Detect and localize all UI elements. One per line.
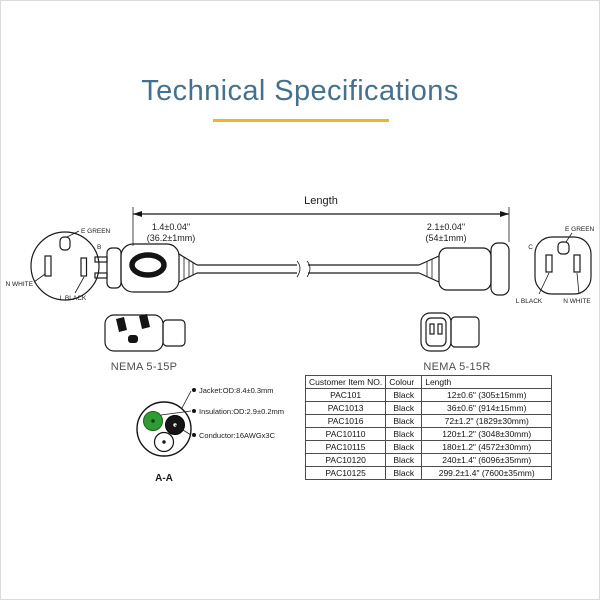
plug-face-view: E GREEN B N WHITE L BLACK	[6, 228, 111, 302]
neutral-blade	[44, 255, 52, 277]
table-row: PAC1013 Black 36±0.6" (914±15mm)	[304, 401, 553, 415]
table-row: PAC10120 Black 240±1.4" (6096±35mm)	[304, 453, 553, 467]
plug-view-label: B	[97, 244, 101, 251]
plug-3d-view	[104, 314, 186, 352]
receptacle-dim-mm: (54±1mm)	[426, 233, 467, 243]
cell-item: PAC101	[304, 388, 387, 402]
nema-515p-label: NEMA 5-15P	[111, 361, 178, 373]
receptacle-dimension: 2.1±0.04" (54±1mm)	[426, 222, 467, 243]
plug-dim-in: 1.4±0.04"	[152, 222, 190, 232]
cell-length: 72±1.2" (1829±30mm)	[421, 414, 553, 428]
plug-side-view	[94, 243, 198, 293]
cell-item: PAC1013	[304, 401, 387, 415]
receptacle-live-label: L BLACK	[516, 298, 543, 305]
nema-515r-label: NEMA 5-15R	[423, 361, 490, 373]
plug-ground-label: E GREEN	[81, 228, 111, 235]
cell-colour: Black	[385, 453, 423, 467]
cable	[197, 260, 419, 278]
ground-pin	[59, 236, 71, 251]
page-title: Technical Specifications	[141, 75, 459, 107]
cell-length: 240±1.4" (6096±35mm)	[421, 453, 553, 467]
table-row: PAC101 Black 12±0.6" (305±15mm)	[304, 388, 553, 402]
cable-break	[297, 262, 308, 276]
table-row: PAC10110 Black 120±1.2" (3048±30mm)	[304, 427, 553, 441]
receptacle-3d-view	[420, 312, 480, 352]
ground-slot	[557, 241, 570, 255]
cell-length: 120±1.2" (3048±30mm)	[421, 427, 553, 441]
cell-item: PAC10125	[304, 466, 387, 480]
cell-colour: Black	[385, 427, 423, 441]
cell-colour: Black	[385, 388, 423, 402]
section-label: A-A	[155, 473, 173, 484]
cell-item: PAC10110	[304, 427, 387, 441]
length-label: Length	[304, 195, 338, 207]
plug-blade-2	[139, 314, 150, 329]
neutral-slot	[573, 254, 581, 273]
table-row: PAC10125 Black 299.2±1.4" (7600±35mm)	[304, 466, 553, 480]
plug-ground-pin-3d	[128, 335, 138, 343]
cell-item: PAC1016	[304, 414, 387, 428]
jacket-outline	[136, 401, 192, 457]
cable-diagram: Length 1.4±0.04" (36.2±1mm) 2.1±0.04" (5…	[6, 195, 595, 373]
cell-colour: Black	[385, 440, 423, 454]
cross-section-diagram: Jacket:OD:8.4±0.3mm Insulation:OD:2.9±0.…	[136, 386, 284, 484]
insulation-label: Insulation:OD:2.9±0.2mm	[199, 407, 284, 416]
cell-item: PAC10115	[304, 440, 387, 454]
cell-length: 36±0.6" (914±15mm)	[421, 401, 553, 415]
conductor-label: Conductor:16AWGx3C	[199, 431, 276, 440]
receptacle-ground-label: E GREEN	[565, 226, 595, 233]
cell-length: 180±1.2" (4572±30mm)	[421, 440, 553, 454]
cell-length: 12±0.6" (305±15mm)	[421, 388, 553, 402]
cell-colour: Black	[385, 466, 423, 480]
live-slot	[545, 254, 553, 273]
cell-colour: Black	[385, 401, 423, 415]
specs-table: Customer Item NO. Colour Length PAC101 B…	[304, 375, 553, 480]
plug-dim-mm: (36.2±1mm)	[147, 233, 195, 243]
plug-blade-1	[116, 317, 127, 332]
table-header-row: Customer Item NO. Colour Length	[304, 375, 553, 389]
plug-dimension: 1.4±0.04" (36.2±1mm)	[147, 222, 195, 243]
cell-length: 299.2±1.4" (7600±35mm)	[421, 466, 553, 480]
plug-neutral-label: N WHITE	[6, 281, 34, 288]
plug-live-label: L BLACK	[60, 295, 87, 302]
receptacle-face-view: E GREEN C L BLACK N WHITE	[516, 226, 595, 305]
cell-colour: Black	[385, 414, 423, 428]
header-customer-item: Customer Item NO.	[304, 375, 387, 389]
header-colour: Colour	[385, 375, 423, 389]
table-row: PAC10115 Black 180±1.2" (4572±30mm)	[304, 440, 553, 454]
cell-item: PAC10120	[304, 453, 387, 467]
receptacle-side-view	[418, 242, 510, 296]
title-underline	[213, 119, 389, 122]
receptacle-neutral-label: N WHITE	[563, 298, 591, 305]
live-blade	[80, 257, 88, 277]
plug-grip-oval	[129, 252, 167, 278]
receptacle-dim-in: 2.1±0.04"	[427, 222, 465, 232]
receptacle-view-label: C	[528, 244, 533, 251]
jacket-label: Jacket:OD:8.4±0.3mm	[199, 386, 274, 395]
header-length: Length	[421, 375, 553, 389]
table-row: PAC1016 Black 72±1.2" (1829±30mm)	[304, 414, 553, 428]
length-dimension: Length	[132, 195, 510, 246]
